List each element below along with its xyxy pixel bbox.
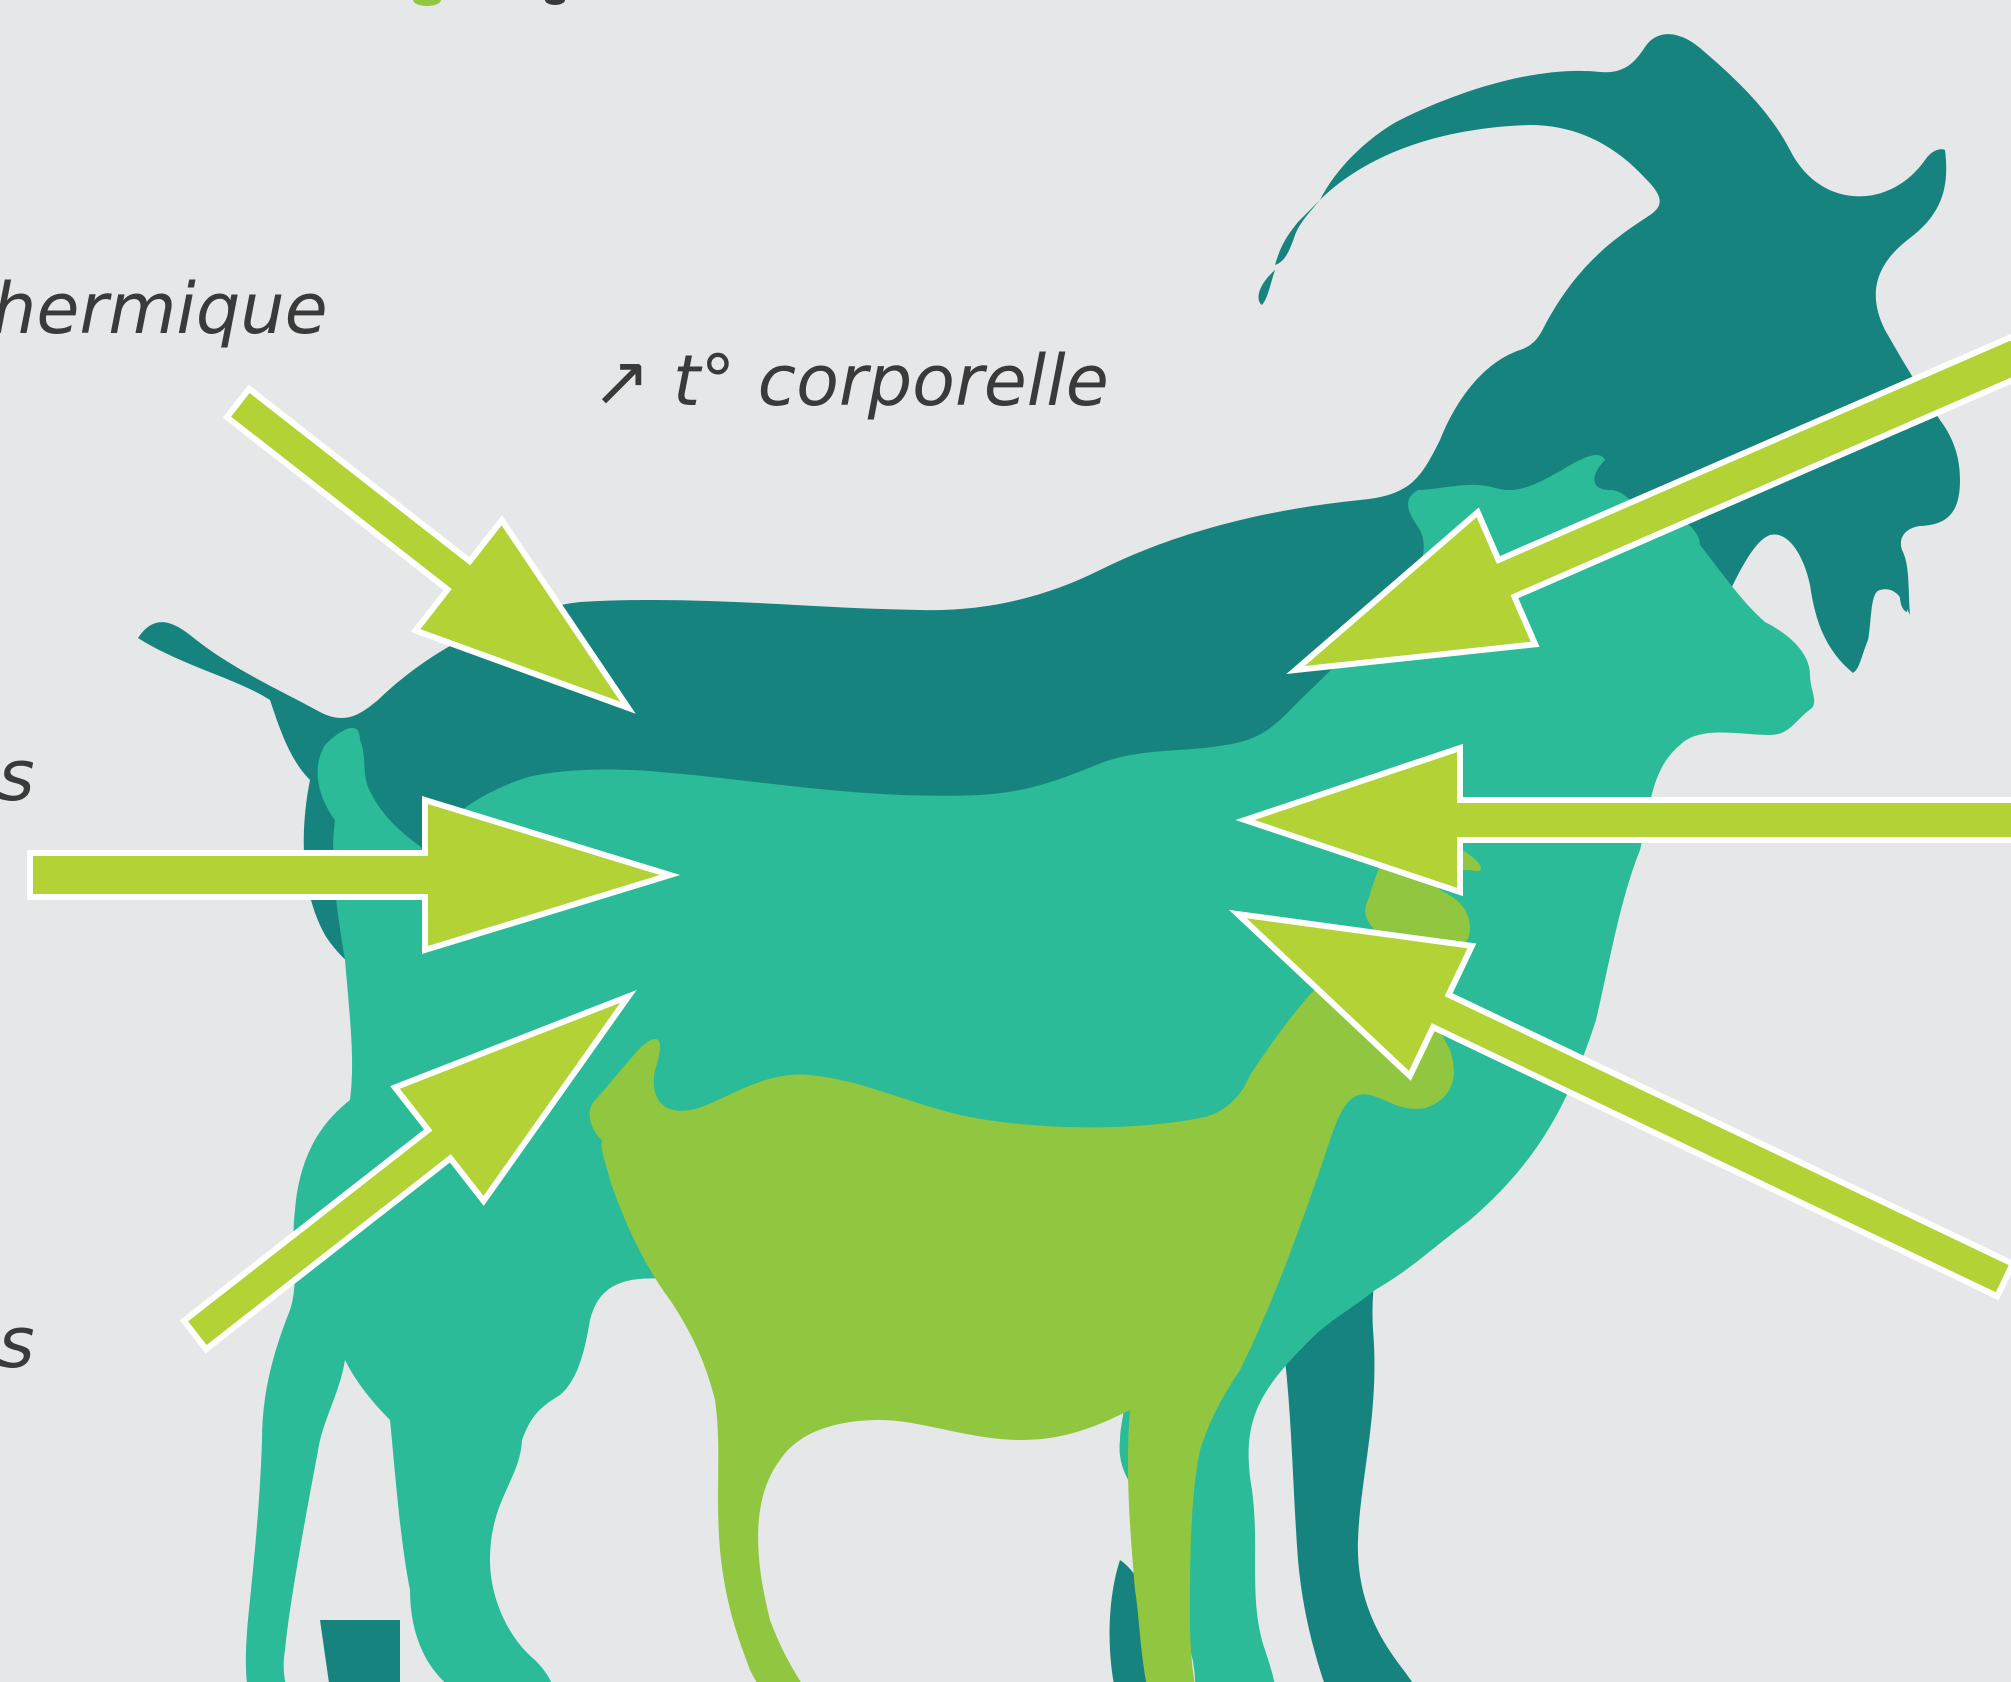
label-left-middle: es — [0, 735, 35, 817]
top-edge-fragment — [413, 0, 565, 6]
label-left-top: hermique — [0, 268, 328, 350]
label-center-top: ↗ t° corporelle — [592, 340, 1109, 422]
label-left-bottom: es — [0, 1302, 35, 1384]
